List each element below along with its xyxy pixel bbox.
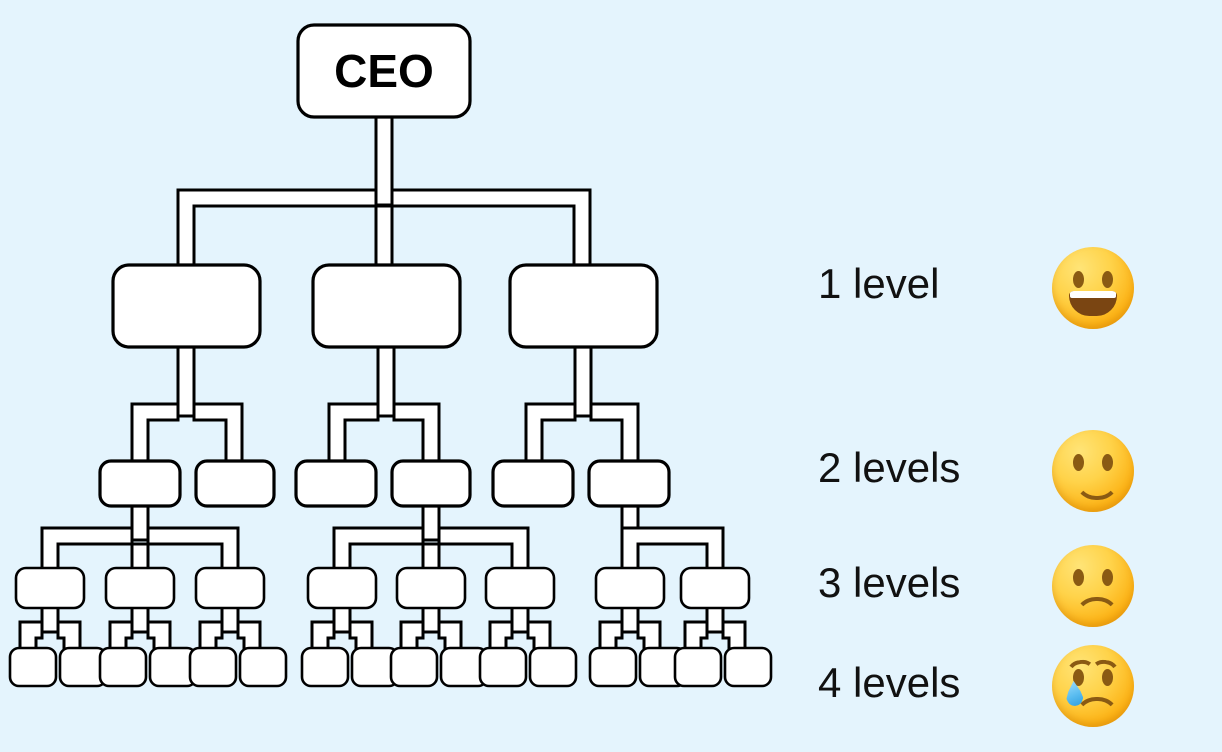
connector-group-a	[130, 338, 244, 470]
node-level4-1[interactable]	[8, 646, 58, 688]
node-level2-2[interactable]	[194, 459, 276, 508]
level2-nodes	[98, 459, 671, 508]
legend-label-1-level: 1 level	[818, 260, 940, 307]
level3-nodes	[14, 566, 751, 610]
node-level4-3[interactable]	[98, 646, 148, 688]
node-level4-6[interactable]	[238, 646, 288, 688]
level4-nodes	[8, 646, 773, 688]
connector-sub1-level2-level3	[40, 498, 240, 574]
legend-row-3-levels[interactable]: 3 levels	[818, 562, 960, 604]
node-level1-3[interactable]	[508, 263, 659, 349]
node-level3-1[interactable]	[14, 566, 86, 610]
node-level4-15[interactable]	[673, 646, 723, 688]
node-level4-13[interactable]	[588, 646, 638, 688]
node-level3-2[interactable]	[104, 566, 176, 610]
legend-row-1-level[interactable]: 1 level	[818, 263, 939, 305]
node-level2-4[interactable]	[390, 459, 472, 508]
legend-label-3-levels: 3 levels	[818, 559, 961, 606]
node-ceo[interactable]: CEO	[296, 23, 472, 119]
node-level3-4[interactable]	[306, 566, 378, 610]
node-level2-6[interactable]	[587, 459, 671, 508]
node-level2-1[interactable]	[98, 459, 182, 508]
node-level4-7[interactable]	[300, 646, 350, 688]
node-level3-6[interactable]	[484, 566, 556, 610]
legend-row-2-levels[interactable]: 2 levels	[818, 447, 960, 489]
legend-label-4-levels: 4 levels	[818, 659, 961, 706]
connector-group-c	[524, 338, 640, 470]
ceo-label: CEO	[334, 45, 434, 97]
level1-nodes	[111, 263, 659, 349]
connector-sub2-level2-level3	[332, 498, 530, 574]
node-level2-3[interactable]	[294, 459, 378, 508]
node-level1-2[interactable]	[311, 263, 462, 349]
node-level1-1[interactable]	[111, 263, 262, 349]
connector-group-b	[327, 338, 441, 470]
connector-ceo-to-level1	[176, 98, 592, 274]
connector-sub3-level2-level3	[620, 498, 725, 574]
node-level4-16[interactable]	[723, 646, 773, 688]
connector-level3-to-level4	[18, 602, 747, 654]
node-level4-12[interactable]	[528, 646, 578, 688]
node-level3-7[interactable]	[594, 566, 666, 610]
node-level3-8[interactable]	[679, 566, 751, 610]
node-level4-5[interactable]	[188, 646, 238, 688]
legend-row-4-levels[interactable]: 4 levels	[818, 662, 960, 704]
node-level2-5[interactable]	[491, 459, 575, 508]
node-level3-5[interactable]	[395, 566, 467, 610]
legend-label-2-levels: 2 levels	[818, 444, 961, 491]
node-level4-9[interactable]	[389, 646, 439, 688]
node-level3-3[interactable]	[194, 566, 266, 610]
node-level4-11[interactable]	[478, 646, 528, 688]
